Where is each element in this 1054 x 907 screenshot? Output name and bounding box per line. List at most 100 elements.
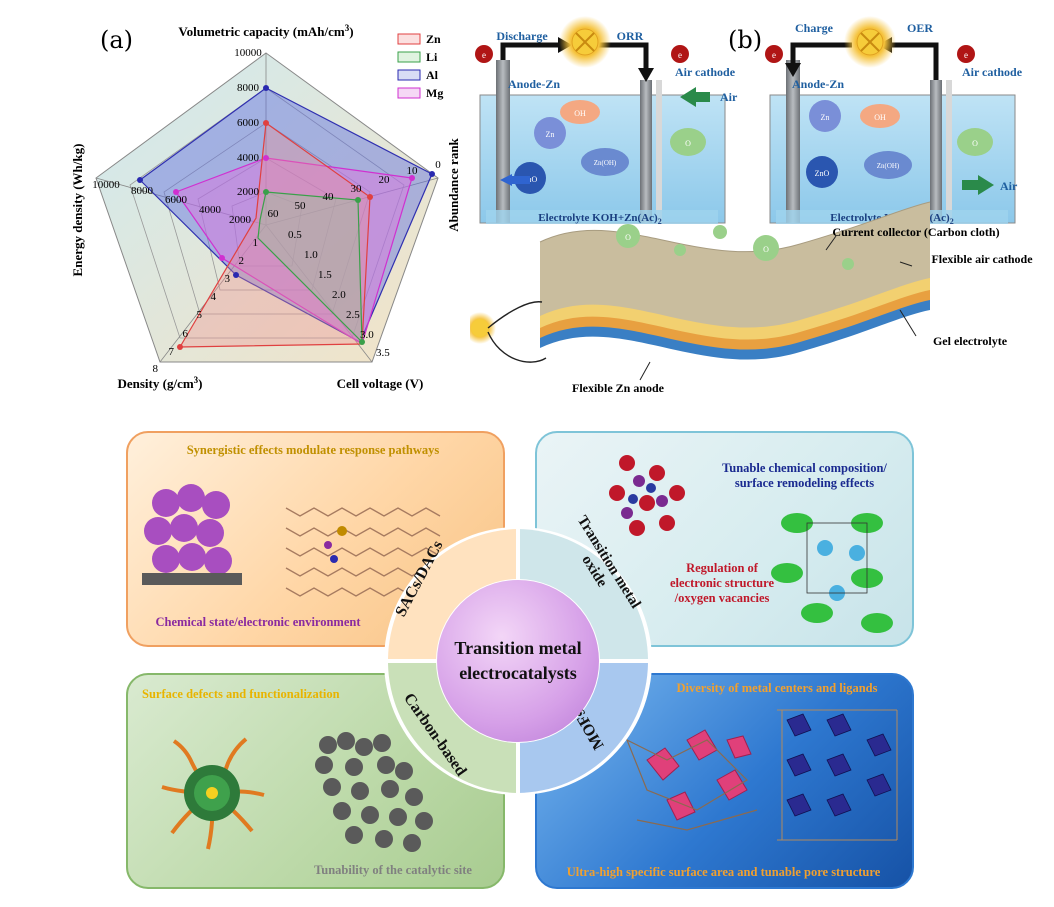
- tick-vol: 10000: [234, 47, 262, 59]
- marker-li: [263, 189, 269, 195]
- series-al: [139, 87, 433, 343]
- legend-mg: Mg: [426, 86, 443, 100]
- series-li: [257, 191, 363, 344]
- marker-al: [137, 177, 143, 183]
- svg-text:Charge: Charge: [795, 21, 834, 35]
- svg-text:O: O: [625, 233, 631, 242]
- svg-text:Discharge: Discharge: [496, 29, 548, 43]
- tick-dens: 6: [183, 328, 189, 340]
- svg-text:O: O: [763, 245, 769, 254]
- legend-al: Al: [426, 68, 439, 82]
- tick-energy: 6000: [165, 194, 188, 206]
- tick-vol: 8000: [237, 82, 260, 94]
- panel-a-label: (a): [100, 26, 134, 54]
- marker-mg: [173, 189, 179, 195]
- axis-title-volumetric: Volumetric capacity (mAh/cm3): [178, 23, 353, 39]
- oxide-top-caption: Tunable chemical composition/surface rem…: [722, 461, 887, 490]
- sacs-top-caption: Synergistic effects modulate response pa…: [186, 443, 440, 457]
- tick-abund: 30: [351, 183, 363, 195]
- svg-text:OH: OH: [874, 113, 886, 122]
- single-atom-catalyst-image: [142, 484, 441, 597]
- svg-text:Air: Air: [720, 90, 738, 104]
- center-title-line2: electrocatalysts: [459, 663, 577, 683]
- svg-text:ZnO: ZnO: [815, 169, 830, 178]
- legend-zn: Zn: [426, 32, 441, 46]
- marker-zn: [263, 120, 269, 126]
- tick-volt: 2.0: [332, 289, 346, 301]
- tick-volt: 2.5: [346, 309, 360, 321]
- svg-text:Air cathode: Air cathode: [962, 65, 1023, 79]
- tick-abund: 60: [268, 208, 280, 220]
- svg-text:O: O: [685, 139, 691, 148]
- tick-dens: 3: [225, 273, 231, 285]
- tick-abund: 40: [323, 191, 335, 203]
- svg-text:Zn: Zn: [546, 130, 555, 139]
- carbon-top-caption: Surface defects and functionalization: [142, 687, 340, 701]
- tick-abund: 20: [379, 174, 391, 186]
- tick-vol: 2000: [237, 186, 260, 198]
- series-mg: [175, 157, 413, 345]
- marker-li: [355, 197, 361, 203]
- tick-energy: 10000: [92, 179, 120, 191]
- tick-volt: 3.0: [360, 329, 374, 341]
- sacs-bottom-caption: Chemical state/electronic environment: [155, 615, 361, 629]
- axis-title-density: Density (g/cm3): [117, 375, 202, 391]
- svg-text:Air cathode: Air cathode: [675, 65, 736, 79]
- zinc-air-battery-diagram: e e Discharge ORR Anode-Zn Air cathode A…: [470, 16, 1033, 395]
- tick-abund: 0: [435, 159, 441, 171]
- tick-volt: 1.5: [318, 269, 332, 281]
- svg-text:Current collector (Carbon clot: Current collector (Carbon cloth): [832, 225, 999, 239]
- tick-abund: 50: [295, 200, 307, 212]
- axis-title-voltage: Cell voltage (V): [337, 376, 424, 391]
- mof-structure-image: [625, 709, 898, 841]
- center-title-circle: Transition metal electrocatalysts: [437, 580, 599, 742]
- marker-li: [359, 339, 365, 345]
- flexible-battery: O O Current collector (Carbon cloth) Fle…: [470, 201, 1033, 395]
- marker-al: [429, 171, 435, 177]
- tick-vol: 6000: [237, 117, 260, 129]
- svg-text:Flexible Zn anode: Flexible Zn anode: [572, 381, 665, 395]
- tick-abund: 10: [407, 165, 419, 177]
- svg-text:Zn(OH): Zn(OH): [594, 159, 617, 167]
- tick-volt: 3.5: [376, 347, 390, 359]
- svg-text:OER: OER: [907, 21, 933, 35]
- tick-dens: 1: [253, 237, 259, 249]
- charge-cell: e e Charge OER Anode-Zn Air cathode Zn O…: [765, 16, 1023, 226]
- electron-icon: [765, 45, 783, 63]
- electron-icon: [957, 45, 975, 63]
- svg-text:Anode-Zn: Anode-Zn: [792, 77, 844, 91]
- svg-text:Zn(OH): Zn(OH): [877, 162, 900, 170]
- marker-al: [263, 85, 269, 91]
- tick-energy: 4000: [199, 204, 222, 216]
- arrow-air-out: [962, 175, 994, 195]
- tick-dens: 5: [197, 309, 203, 321]
- radar-outer: [95, 52, 439, 363]
- legend: Zn Li Al Mg: [397, 32, 443, 100]
- electron-icon: [475, 45, 493, 63]
- svg-text:O: O: [972, 139, 978, 148]
- svg-text:Zn: Zn: [821, 113, 830, 122]
- svg-text:Anode-Zn: Anode-Zn: [508, 77, 560, 91]
- series-zn: [178, 121, 371, 348]
- tick-vol: 4000: [237, 152, 260, 164]
- tick-volt: 0.5: [288, 229, 302, 241]
- card-sacs: Synergistic effects modulate response pa…: [126, 431, 505, 647]
- marker-mg: [219, 255, 225, 261]
- oxide-crystal-image: [609, 455, 893, 633]
- tick-dens: 7: [169, 346, 175, 358]
- marker-mg: [409, 175, 415, 181]
- carbon-image: [161, 732, 433, 852]
- svg-text:e: e: [772, 50, 776, 60]
- carbon-bottom-caption: Tunability of the catalytic site: [314, 863, 472, 877]
- axis-title-abundance: Abundance rank: [446, 137, 461, 231]
- svg-text:Air: Air: [1000, 179, 1018, 193]
- svg-text:e: e: [482, 50, 486, 60]
- marker-al: [233, 272, 239, 278]
- tick-dens: 2: [239, 255, 245, 267]
- tick-energy: 2000: [229, 214, 252, 226]
- tick-dens: 4: [211, 291, 217, 303]
- arrow-air-in: [680, 87, 710, 107]
- axis-title-energy: Energy density (Wh/kg): [70, 144, 85, 277]
- card-oxide: Tunable chemical composition/surface rem…: [535, 431, 914, 647]
